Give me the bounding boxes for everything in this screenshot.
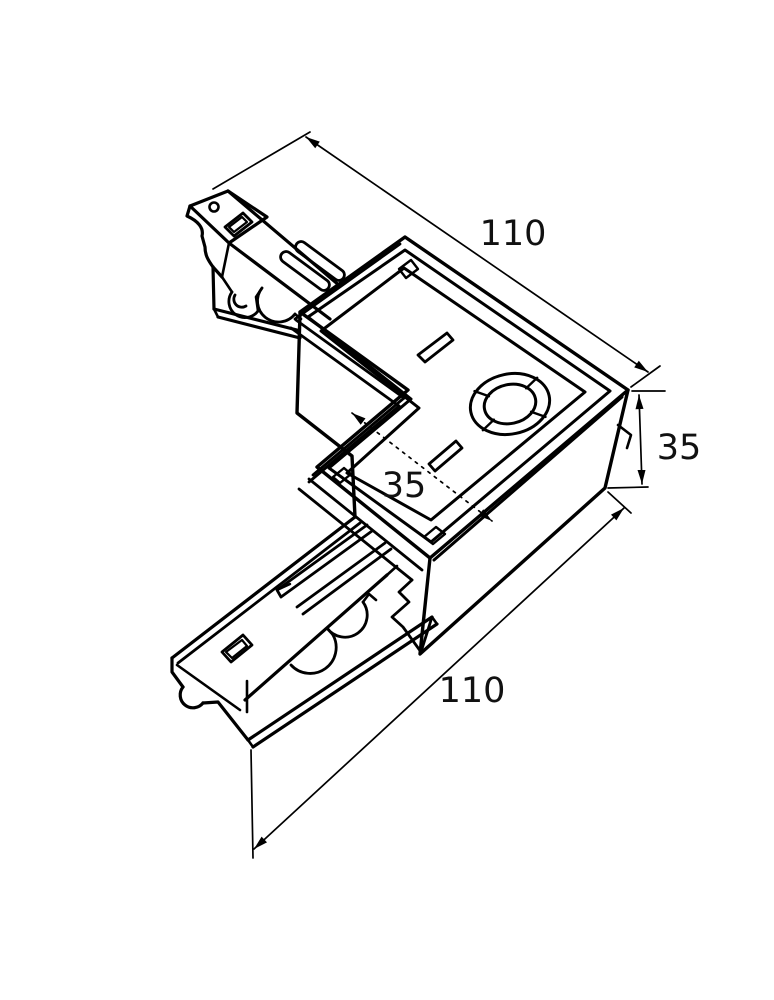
ring-knockout	[468, 371, 552, 437]
lower-cap-foot-bump	[178, 685, 205, 710]
upper-arm-rim-band	[293, 242, 402, 321]
arrow-right-down	[637, 470, 646, 484]
lower-bottom-lip-outer	[246, 615, 434, 742]
arrow-top-right	[634, 360, 648, 372]
lower-hook-zigzag	[390, 578, 423, 654]
upper-contact-bump-2	[256, 286, 297, 324]
dim-inner-dotted-line	[351, 412, 493, 522]
lower-se-top-edge	[243, 573, 389, 702]
dim-label-top-110: 110	[480, 214, 547, 254]
dim-bottom-extension-left	[250, 749, 254, 859]
upper-skirt-edge	[212, 307, 220, 319]
dim-top-line	[305, 136, 649, 373]
corner-box	[289, 235, 633, 656]
upper-cap-slot-inner	[227, 215, 249, 234]
lower-contact-bump-1	[325, 600, 369, 639]
ring-tick-se	[529, 410, 547, 419]
lower-cap-slot	[220, 633, 254, 664]
ring-inner	[482, 382, 538, 426]
upper-cap-seam	[220, 241, 231, 279]
upper-track-connector	[185, 189, 402, 340]
upper-skirt-lip-1	[212, 307, 299, 332]
lower-track-nw-rim-outer	[170, 515, 357, 660]
upper-cap-hole	[208, 201, 220, 213]
upper-side-step	[220, 275, 234, 294]
lower-contact-bump-2	[289, 633, 338, 675]
lower-bottom-lip-start	[246, 738, 255, 749]
ring-tick-nw	[473, 389, 491, 398]
center-rail-wedge	[275, 523, 374, 599]
dim-right-line	[638, 394, 643, 485]
arrow-top-left	[306, 137, 320, 149]
band-under-upper-chevron-1	[294, 318, 406, 400]
lower-contact-step	[325, 626, 335, 637]
lower-cap-slot-inner	[224, 638, 249, 660]
upper-track-slot-1	[294, 240, 346, 282]
lid-slot-upper	[416, 331, 455, 364]
lid-tab-north	[397, 258, 420, 280]
band-under-lower-chevron-1	[311, 396, 406, 477]
lower-cap-left-edge	[170, 656, 185, 689]
dim-bottom-line	[253, 507, 625, 850]
lower-contact-notch	[361, 592, 378, 604]
upper-skirt-lip-2	[216, 315, 302, 340]
arrow-bottom-downleft	[254, 836, 267, 849]
upper-cap-front-profile	[185, 204, 215, 269]
band-under-upper-chevron-2	[289, 326, 401, 408]
dim-top-extension-left	[212, 131, 311, 190]
rail-line-2	[301, 547, 393, 616]
box-right-notch	[616, 423, 633, 450]
dimension-labels: 110 35 35 110	[382, 214, 702, 711]
dimension-arrowheads	[254, 137, 648, 849]
ring-tick-ne	[524, 376, 539, 390]
dim-right-extension-bottom	[607, 486, 649, 489]
center-rail-tip	[275, 582, 292, 592]
dimension-annotations	[212, 131, 666, 859]
arrow-bottom-upright	[611, 508, 624, 521]
dim-label-inner-35: 35	[382, 466, 427, 506]
arrow-right-up	[635, 395, 644, 410]
lid-mid-rim	[306, 248, 612, 544]
upper-contact-bump-small	[232, 293, 248, 309]
rail-line-1	[295, 541, 387, 609]
box-front-wall	[418, 388, 630, 656]
band-under-lower-chevron-2	[307, 404, 401, 484]
drawing-root: 110 35 35 110	[170, 131, 702, 859]
lower-bottom-lip-inner	[251, 622, 439, 749]
ring-tick-sw	[481, 418, 496, 432]
lower-track-nw-rim-inner	[176, 521, 362, 665]
inner-corner-wall-edge	[295, 311, 357, 519]
dim-label-right-35: 35	[657, 428, 702, 468]
ring-outer	[468, 371, 552, 437]
arrow-inner-downright	[478, 509, 492, 521]
arrow-inner-upleft	[352, 413, 366, 425]
lower-cap-seam	[175, 663, 242, 712]
lid-tab-south	[422, 525, 447, 546]
lower-cap-bottom-edge	[201, 700, 250, 742]
upper-cap-slot	[223, 211, 254, 238]
upper-track-slot-2	[279, 250, 331, 292]
lid-inner-recess	[319, 266, 587, 522]
upper-skirt-left-edge	[211, 265, 216, 311]
lower-se-step	[385, 564, 399, 577]
dim-top-extension-right	[630, 365, 661, 388]
lid-slot-lower	[427, 439, 464, 473]
dim-label-bottom-110: 110	[439, 671, 506, 711]
upper-cap-top-face	[188, 189, 269, 245]
box-front-wall-rim-line	[432, 395, 624, 562]
lower-hook-edge	[419, 615, 434, 654]
lid-tab-west	[331, 466, 353, 485]
dim-bottom-extension-right	[607, 491, 632, 514]
lower-track-connector	[170, 515, 439, 749]
